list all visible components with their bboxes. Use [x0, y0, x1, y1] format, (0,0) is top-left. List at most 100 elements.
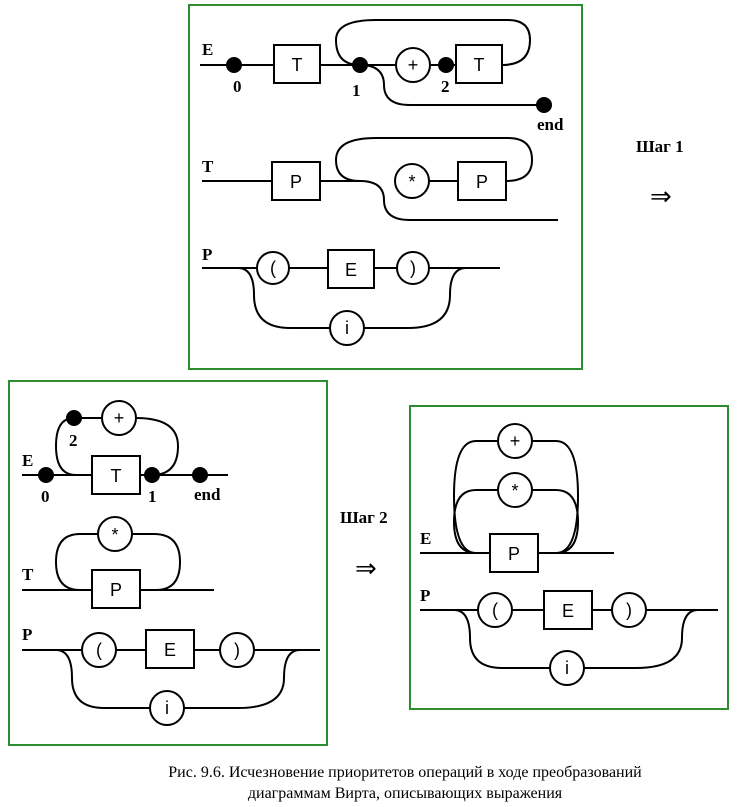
nonterminal-box-t2 [455, 44, 503, 84]
nonterminal-t: T [292, 55, 303, 75]
terminal-circle-lparen [477, 592, 513, 628]
figure-caption-line-2: диаграммам Вирта, описывающих выражения [248, 785, 563, 802]
rule-e-exit-line [359, 64, 544, 106]
point-end-dot [536, 97, 552, 113]
terminal-star: * [111, 525, 118, 545]
rule-p: P ( E ) i [420, 586, 718, 686]
terminal-lparen: ( [96, 640, 102, 660]
terminal-plus: + [408, 55, 419, 75]
rule-e-loop-star [452, 489, 580, 554]
rule-p-lines [202, 267, 500, 329]
panel-frame [409, 405, 729, 710]
rule-t-loop [334, 137, 534, 182]
rule-e: E T + T 0 1 2 end [200, 19, 564, 134]
nonterminal-box-t [273, 44, 321, 84]
rule-label-e: E [420, 529, 431, 548]
nonterminal-e: E [562, 601, 574, 621]
nonterminal-box-t [91, 455, 141, 495]
terminal-circle-star [97, 516, 133, 552]
terminal-circle-plus [395, 47, 431, 83]
nonterminal-e: E [345, 260, 357, 280]
rule-e-loop-plus [452, 440, 580, 554]
point-1-label: 1 [352, 81, 361, 100]
point-1-dot [144, 467, 160, 483]
terminal-plus: + [510, 431, 521, 451]
nonterminal-t: T [111, 466, 122, 486]
rule-label-t: T [202, 157, 214, 176]
step-2-arrow: ⇒ [355, 554, 377, 584]
rule-label-p: P [22, 625, 32, 644]
step-1-arrow: ⇒ [650, 182, 672, 212]
rule-t: T P * P [202, 137, 558, 221]
terminal-ident: i [565, 658, 569, 678]
nonterminal-t2: T [474, 55, 485, 75]
panel-step1: E T + 0 1 2 end T P * P [8, 380, 328, 746]
terminal-circle-star [497, 472, 533, 508]
nonterminal-p: P [290, 172, 302, 192]
terminal-circle-star [394, 163, 430, 199]
point-end-dot [192, 467, 208, 483]
terminal-circle-rparen [396, 251, 430, 285]
panel-frame [8, 380, 328, 746]
rule-p-lines [420, 609, 718, 669]
point-end-label: end [194, 485, 221, 504]
rule-e: E P + * [420, 423, 614, 573]
rule-t-lines [202, 180, 558, 221]
terminal-plus: + [114, 408, 125, 428]
nonterminal-box-e [145, 629, 195, 669]
step-2-label: Шаг 2 [340, 508, 388, 527]
terminal-circle-ident [549, 650, 585, 686]
figure-caption-line-1: Рис. 9.6. Исчезновение приоритетов опера… [168, 764, 642, 781]
point-0-label: 0 [233, 77, 242, 96]
terminal-rparen: ) [410, 258, 416, 278]
terminal-circle-ident [329, 310, 365, 346]
panel-initial: E T + T 0 1 2 end T P * [188, 4, 583, 370]
terminal-circle-ident [149, 690, 185, 726]
nonterminal-p2: P [476, 172, 488, 192]
rule-p: P ( E ) i [22, 625, 320, 726]
nonterminal-box-e [543, 590, 593, 630]
terminal-ident: i [345, 318, 349, 338]
rule-t-loop [54, 533, 182, 591]
point-0-label: 0 [41, 487, 50, 506]
rule-p: P ( E ) i [202, 245, 500, 346]
nonterminal-p: P [508, 544, 520, 564]
nonterminal-box-p [91, 569, 141, 609]
terminal-rparen: ) [234, 640, 240, 660]
rule-label-p: P [420, 586, 430, 605]
point-2-dot [438, 57, 454, 73]
rule-p-lines [22, 649, 320, 709]
panel-step2: E P + * P ( E ) i [409, 405, 729, 710]
point-1-label: 1 [148, 487, 157, 506]
point-1-dot [352, 57, 368, 73]
nonterminal-box-e [327, 249, 375, 289]
point-end-label: end [537, 115, 564, 134]
terminal-rparen: ) [626, 600, 632, 620]
panel-frame [188, 4, 583, 370]
nonterminal-p: P [110, 580, 122, 600]
terminal-circle-rparen [219, 632, 255, 668]
rule-t: T P * [22, 516, 214, 609]
nonterminal-box-p [271, 161, 321, 201]
rule-label-t: T [22, 565, 34, 584]
point-0-dot [38, 467, 54, 483]
rule-label-e: E [22, 451, 33, 470]
point-2-label: 2 [69, 431, 78, 450]
point-2-label: 2 [441, 77, 450, 96]
terminal-star: * [408, 172, 415, 192]
terminal-circle-plus [101, 400, 137, 436]
nonterminal-e: E [164, 640, 176, 660]
terminal-circle-lparen [256, 251, 290, 285]
step-1-label: Шаг 1 [636, 137, 684, 156]
terminal-lparen: ( [270, 258, 276, 278]
rule-label-e: E [202, 40, 213, 59]
nonterminal-box-p2 [457, 161, 507, 201]
terminal-star: * [511, 481, 518, 501]
terminal-lparen: ( [492, 600, 498, 620]
terminal-circle-lparen [81, 632, 117, 668]
nonterminal-box-p [489, 533, 539, 573]
point-0-dot [226, 57, 242, 73]
terminal-circle-plus [497, 423, 533, 459]
point-2-dot [66, 410, 82, 426]
